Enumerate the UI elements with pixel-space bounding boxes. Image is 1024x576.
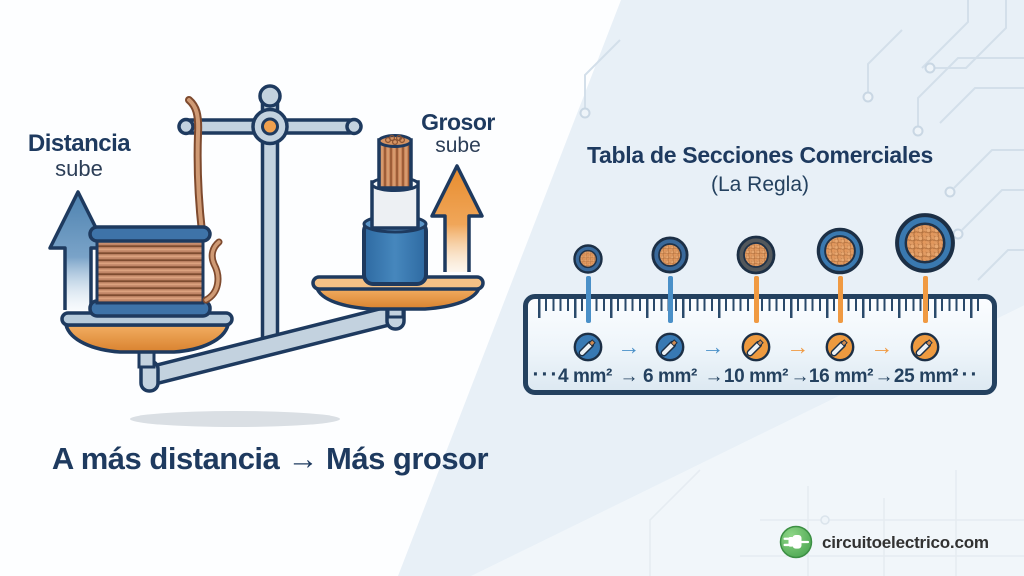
right-panel-title: Tabla de Secciones Comerciales [587,142,933,168]
indicator-line-4mm [585,276,591,323]
flow-arrow-icon: → [786,333,810,360]
thickness-sub-label: sube [435,133,481,157]
spool-coil [95,237,205,305]
indicator-line-16mm [837,276,843,323]
balance-scale-illustration [48,84,485,427]
section-label-4mm: 4 mm² [558,366,612,387]
brand-name: circuitoelectrico.com [822,533,989,552]
label-arrow: → [619,366,639,387]
ellipsis-right: ··· [952,363,980,386]
scale-top-knob [258,84,282,108]
wire-cross-section-10mm [736,235,776,275]
right-panel-subtitle: (La Regla) [710,173,810,196]
cable-icon-10mm [740,331,772,363]
left-pan-bowl [64,323,230,354]
label-arrow: → [704,366,724,387]
wire-cross-section-4mm [573,244,603,274]
section-label-6mm: 6 mm² [643,366,697,387]
indicator-line-10mm [753,276,759,323]
section-label-25mm: 25 mm² [893,366,959,387]
ruler-major-ticks [538,299,982,318]
label-arrow: → [874,366,894,387]
cable-icon-4mm [572,331,604,363]
cable-icon-6mm [654,331,686,363]
wire-cross-section-16mm [816,227,864,275]
wire-cross-section-6mm [651,236,689,274]
bottom-caption: A más distancia → Más grosor [51,441,489,476]
thickness-label-group: Grosor sube [410,110,506,158]
distance-label-group: Distancia sube [20,131,138,181]
cable-icon-16mm [824,331,856,363]
ellipsis-left: ··· [532,363,560,386]
section-label-16mm: 16 mm² [808,366,874,387]
spool-top-flange [88,225,212,243]
distance-up-arrow [48,190,108,310]
right-pan-bowl [315,286,481,311]
flow-arrow-icon: → [617,333,641,360]
flow-arrow-icon: → [701,333,725,360]
flow-arrow-icon: → [870,333,894,360]
distance-sub-label: sube [55,155,103,181]
thickness-label: Grosor [421,109,495,135]
plug-icon [779,525,813,559]
brand-logo [779,525,813,559]
cable-icon-25mm [909,331,941,363]
wire-cross-section-25mm [894,212,956,274]
thickness-up-arrow [430,164,484,272]
section-label-10mm: 10 mm² [723,366,789,387]
scale-shadow [130,411,340,427]
cable-illustration [362,134,428,286]
distance-label: Distancia [27,130,131,157]
indicator-line-6mm [667,276,673,323]
label-arrow: → [790,366,810,387]
indicator-line-25mm [922,276,928,323]
